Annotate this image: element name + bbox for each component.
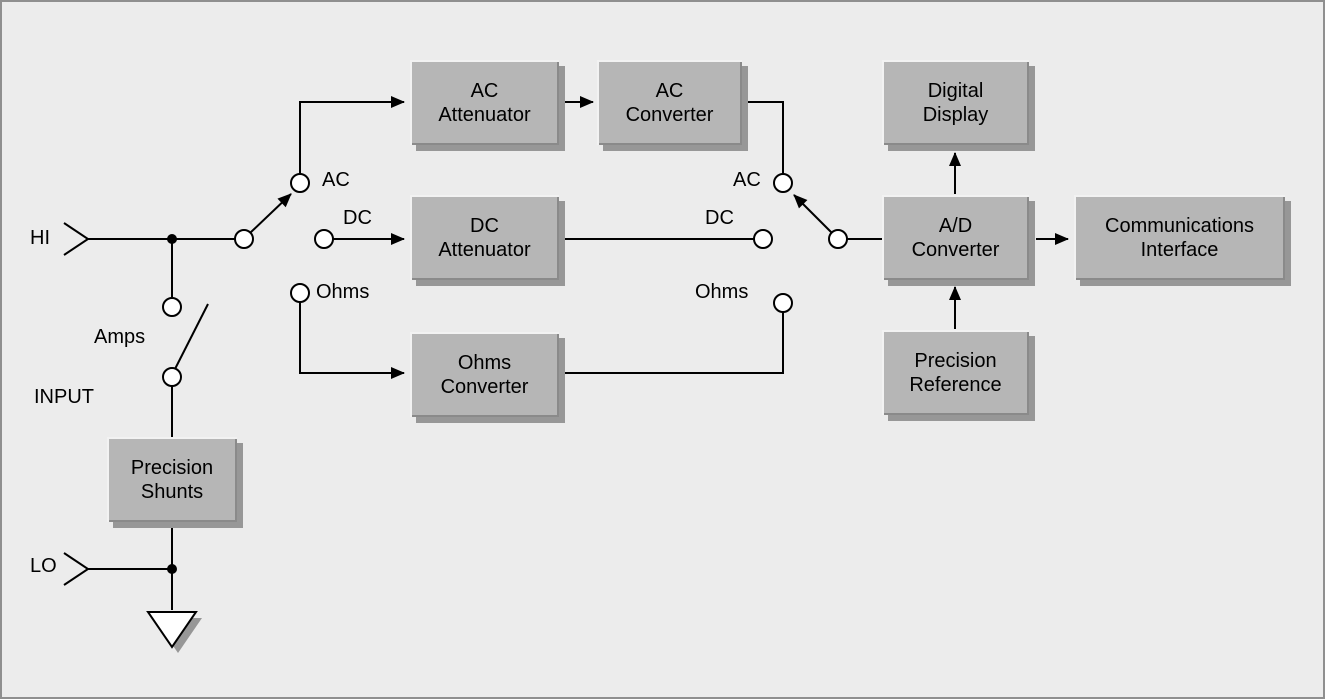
box-ac-converter: AC Converter [597,60,742,145]
box-label: AC Converter [625,79,714,126]
contact-ohms-right [773,293,793,313]
label-input: INPUT [34,386,94,408]
lo-terminal-icon [63,552,90,586]
box-label: Precision Reference [909,349,1002,396]
amps-switch-blade [174,303,209,370]
label-hi: HI [30,227,50,249]
box-ad-converter: A/D Converter [882,195,1029,280]
junction-dot-hi [167,234,177,244]
label-amps: Amps [94,326,146,348]
ac-path-wire-left [299,96,405,174]
box-precision-reference: Precision Reference [882,330,1029,415]
box-label: Precision Shunts [130,456,214,503]
box-label: AC Attenuator [438,79,531,126]
ohms-path-wire-left [299,302,405,379]
ac-path-wire-right [742,101,784,174]
label-ac-left: AC [322,169,350,191]
box-precision-shunts: Precision Shunts [107,437,237,522]
box-digital-display: Digital Display [882,60,1029,145]
amps-switch-contact-bottom [162,367,182,387]
right-selector-pole-contact [828,229,848,249]
box-dc-attenuator: DC Attenuator [410,195,559,280]
label-dc-right: DC [705,207,734,229]
label-dc-left: DC [343,207,372,229]
box-communications-interface: Communications Interface [1074,195,1285,280]
contact-ohms-left [290,283,310,303]
amps-switch-contact-top [162,297,182,317]
right-selector-wiper-arrow [793,194,833,234]
contact-ac-right [773,173,793,193]
box-label: DC Attenuator [438,214,531,261]
box-label: A/D Converter [911,214,1000,261]
ohms-path-wire-right [559,312,784,374]
hi-terminal-icon [63,222,90,256]
contact-dc-left [314,229,334,249]
box-label: Digital Display [922,79,989,126]
contact-ac-left [290,173,310,193]
box-label: Ohms Converter [440,351,529,398]
label-ac-right: AC [733,169,761,191]
label-ohms-right: Ohms [695,281,749,303]
label-ohms-left: Ohms [316,281,370,303]
ground-icon [146,611,198,649]
label-lo: LO [30,555,57,577]
box-ohms-converter: Ohms Converter [410,332,559,417]
left-selector-wiper-arrow [249,193,292,234]
contact-dc-right [753,229,773,249]
box-label: Communications Interface [1105,214,1254,261]
box-ac-attenuator: AC Attenuator [410,60,559,145]
left-selector-pole-contact [234,229,254,249]
junction-dot-lo [167,564,177,574]
